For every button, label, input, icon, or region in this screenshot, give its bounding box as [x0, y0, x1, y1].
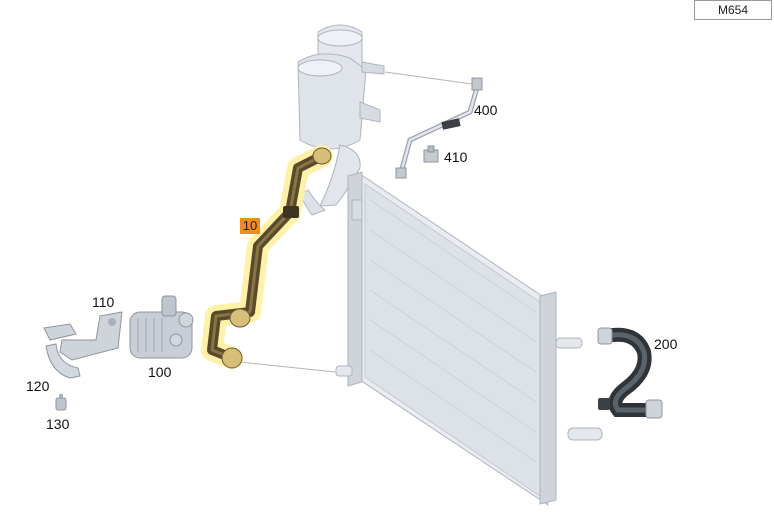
- diagram-code-box: M654: [694, 0, 772, 20]
- expansion-tank: [297, 24, 385, 216]
- part-label-130[interactable]: 130: [46, 416, 70, 432]
- hose-10-highlighted: [201, 145, 333, 369]
- part-label-110[interactable]: 110: [92, 294, 115, 310]
- clip-410: [423, 145, 439, 163]
- pipe-400: [395, 77, 483, 179]
- highlighted-part-label[interactable]: 10: [240, 218, 260, 234]
- part-label-120[interactable]: 120: [26, 378, 50, 394]
- water-pump-100: [129, 295, 194, 359]
- bracket-110: [43, 311, 123, 361]
- part-label-100[interactable]: 100: [148, 364, 172, 380]
- part-label-400[interactable]: 400: [474, 102, 498, 118]
- leader-lines: [239, 71, 473, 373]
- part-label-410[interactable]: 410: [444, 149, 468, 165]
- hose-200: [597, 327, 663, 419]
- part-label-200[interactable]: 200: [654, 336, 678, 352]
- bolt-130: [55, 394, 67, 411]
- clamp-120: [45, 343, 81, 379]
- radiator: [335, 171, 603, 506]
